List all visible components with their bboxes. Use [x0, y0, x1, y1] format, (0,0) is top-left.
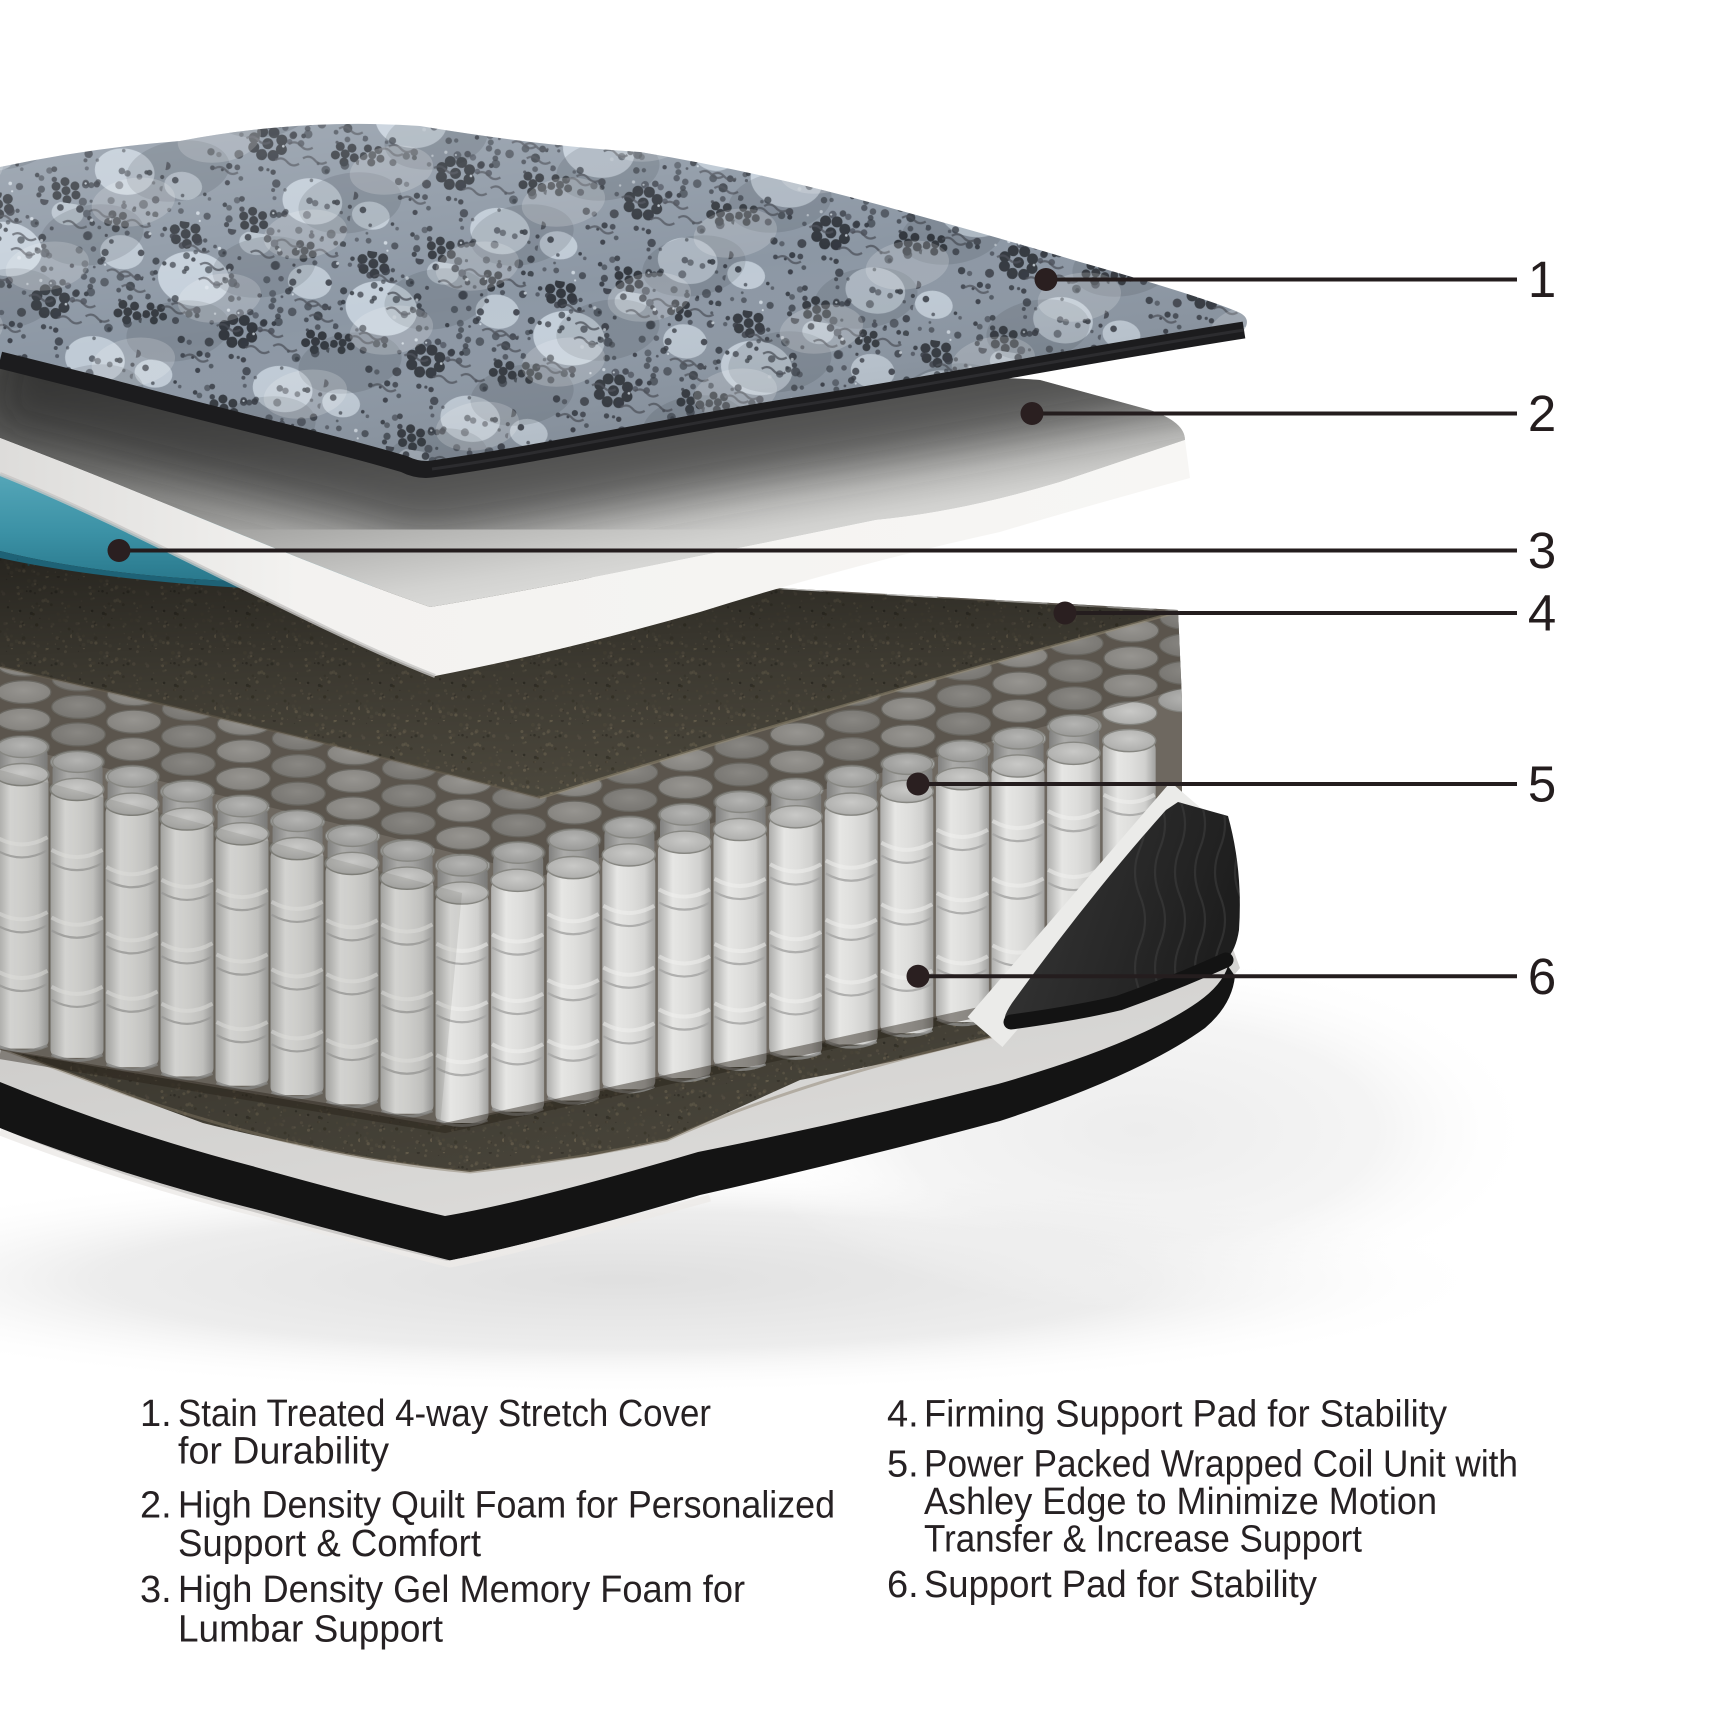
svg-text:Ashley Edge to Minimize Motion: Ashley Edge to Minimize Motion	[924, 1481, 1437, 1523]
svg-text:4.: 4.	[887, 1394, 919, 1436]
svg-text:2: 2	[1528, 385, 1556, 442]
svg-text:6: 6	[1528, 948, 1556, 1005]
svg-text:5.: 5.	[887, 1444, 919, 1486]
svg-text:Lumbar Support: Lumbar Support	[178, 1609, 443, 1651]
svg-text:High Density Gel Memory Foam f: High Density Gel Memory Foam for	[178, 1569, 745, 1611]
svg-text:Firming Support Pad for Stabil: Firming Support Pad for Stability	[924, 1394, 1447, 1436]
svg-text:3.: 3.	[140, 1569, 172, 1611]
svg-text:Stain Treated 4-way Stretch Co: Stain Treated 4-way Stretch Cover	[178, 1393, 711, 1435]
svg-text:Transfer & Increase Support: Transfer & Increase Support	[924, 1519, 1362, 1561]
svg-text:5: 5	[1528, 756, 1556, 813]
svg-text:1: 1	[1528, 251, 1556, 308]
svg-text:2.: 2.	[140, 1485, 172, 1527]
svg-text:High Density Quilt Foam for Pe: High Density Quilt Foam for Personalized	[178, 1485, 835, 1527]
svg-text:6.: 6.	[887, 1564, 919, 1606]
svg-text:Power Packed Wrapped Coil Unit: Power Packed Wrapped Coil Unit with	[924, 1444, 1518, 1486]
svg-text:Support Pad for Stability: Support Pad for Stability	[924, 1564, 1317, 1606]
svg-text:1.: 1.	[140, 1393, 172, 1435]
svg-text:Support & Comfort: Support & Comfort	[178, 1523, 481, 1565]
svg-text:3: 3	[1528, 522, 1556, 579]
svg-text:4: 4	[1528, 585, 1556, 642]
svg-text:for Durability: for Durability	[178, 1430, 389, 1472]
